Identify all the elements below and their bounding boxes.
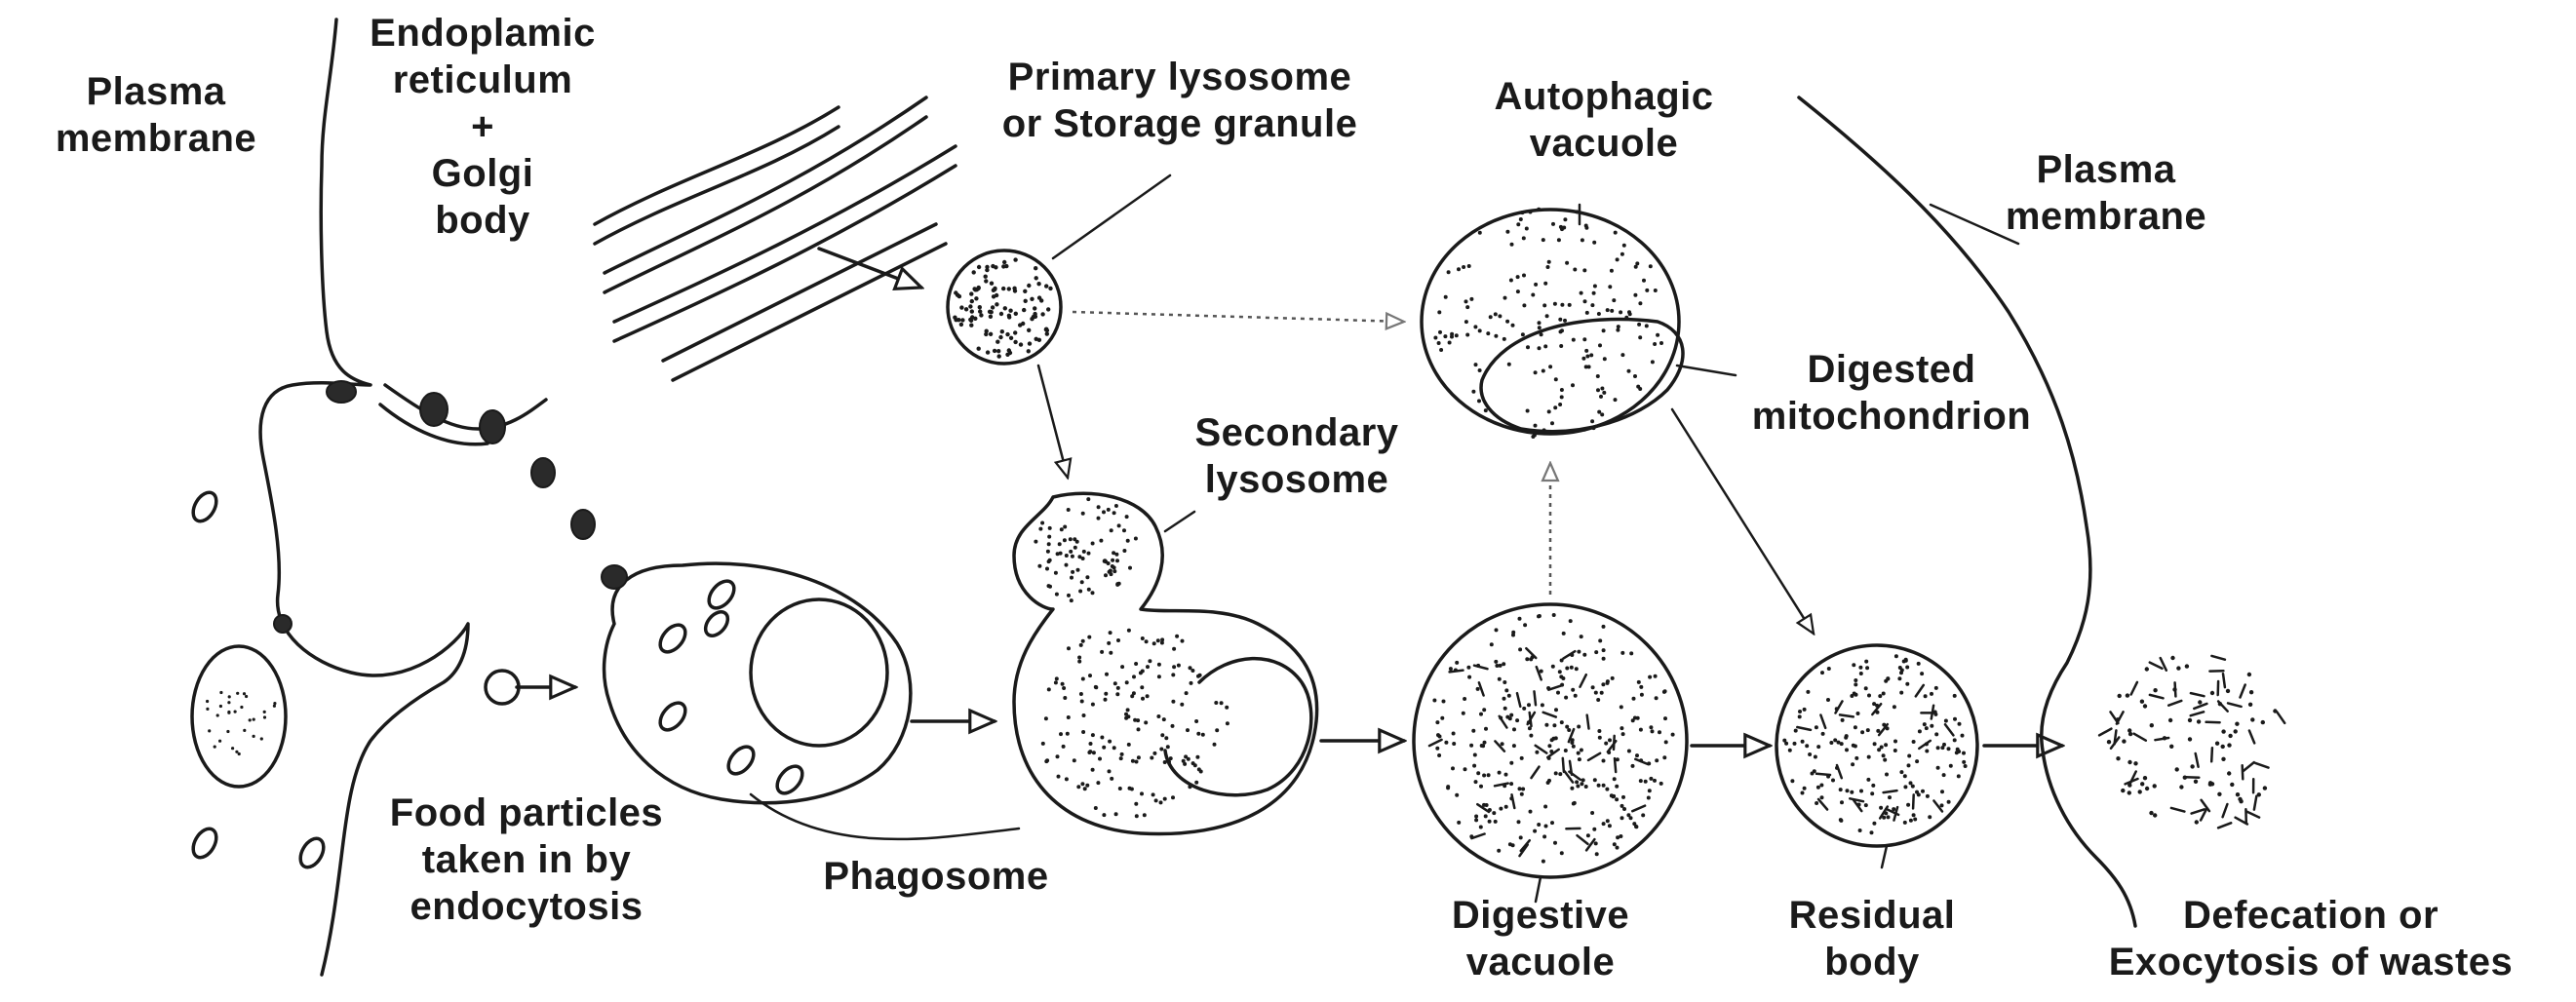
label-food-particles: Food particles taken in by endocytosis — [361, 790, 692, 930]
label-plasma-membrane-left: Plasma membrane — [49, 68, 263, 162]
label-er-golgi: Endoplamic reticulum + Golgi body — [336, 10, 629, 244]
label-digestive-vacuole: Digestive vacuole — [1404, 892, 1677, 985]
arrow-autophagic-to-residual — [1672, 409, 1814, 634]
endoplasmic-reticulum-golgi — [595, 97, 956, 380]
label-phagosome: Phagosome — [800, 853, 1073, 900]
label-residual-body: Residual body — [1745, 892, 1999, 985]
phagosome — [605, 563, 911, 803]
phagosome-inner-vacuole — [1165, 659, 1311, 795]
label-defecation-exocytosis: Defecation or Exocytosis of wastes — [2057, 892, 2564, 985]
golgi-vesicles — [327, 381, 627, 589]
label-autophagic-vacuole: Autophagic vacuole — [1477, 73, 1731, 167]
arrow-primary-to-secondary — [1038, 366, 1068, 478]
endocytosis-pocket — [380, 385, 546, 444]
label-primary-lysosome: Primary lysosome or Storage granule — [975, 54, 1385, 147]
digested-mitochondrion — [1481, 320, 1683, 432]
arrow-primary-to-autophagic — [1073, 312, 1404, 322]
autophagic-vacuole — [1422, 210, 1679, 434]
label-secondary-lysosome: Secondary lysosome — [1160, 409, 1433, 503]
label-plasma-membrane-right: Plasma membrane — [1979, 146, 2233, 240]
stipple-texture — [206, 208, 2284, 864]
phagosome-vacuole — [751, 599, 887, 746]
label-digested-mitochondrion: Digested mitochondrion — [1726, 346, 2057, 440]
